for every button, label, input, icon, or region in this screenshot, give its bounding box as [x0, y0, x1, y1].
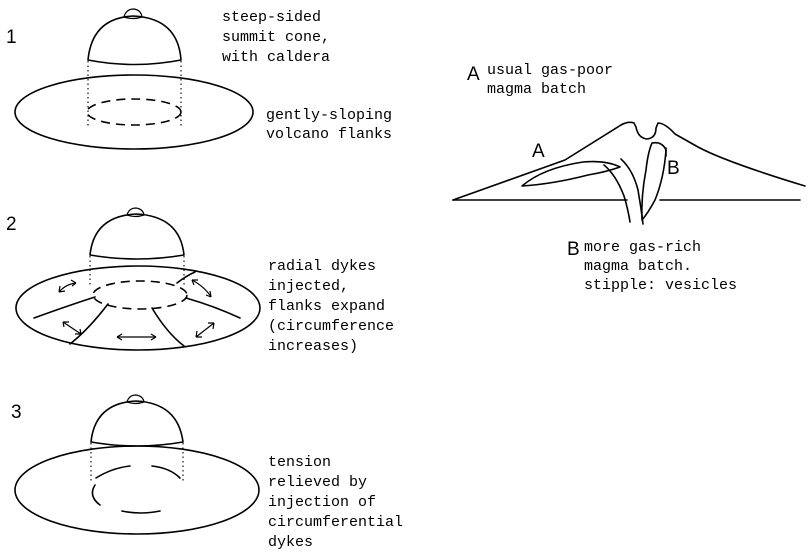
panel-1-cone-base-dashed	[87, 99, 181, 125]
panel-2-label-side: radial dykes injected, flanks expand (ci…	[268, 258, 403, 355]
panel-3-label-side: tension relieved by injection of circumf…	[268, 454, 412, 551]
panel-2-summit-cone	[90, 214, 184, 259]
panel-1-flank-outline	[15, 75, 253, 149]
panel-3-summit-cone	[91, 401, 183, 446]
panel-3-caldera	[127, 395, 144, 404]
panel-1-summit-cone	[88, 16, 181, 65]
panel-3-circumferential-dykes	[92, 466, 180, 513]
panel-2-radial-dykes	[34, 272, 240, 346]
panel-2: 2 radial dyke	[6, 208, 403, 355]
panel-1-label-top: steep-sided summit cone, with caldera	[222, 9, 339, 66]
panel-3: 3 tension relieved by injection of circu…	[11, 395, 412, 551]
magma-batch-b	[642, 143, 666, 220]
panel-3-number: 3	[11, 402, 22, 423]
conduit-left-wall	[604, 165, 630, 222]
volcano-profile	[453, 122, 805, 200]
panel-2-number: 2	[6, 214, 17, 235]
panel-2-caldera	[127, 208, 144, 217]
label-b: B	[667, 158, 680, 179]
label-a: A	[532, 141, 545, 162]
panel-1-label-side: gently-sloping volcano flanks	[266, 107, 401, 143]
panel-2-expansion-arrows	[59, 280, 214, 340]
key-b: B more gas-rich magma batch. stipple: ve…	[567, 238, 737, 294]
panel-1-number: 1	[6, 27, 17, 48]
key-a: A usual gas-poor magma batch	[467, 61, 623, 98]
cross-section: A usual gas-poor magma batch A B B more …	[453, 61, 805, 294]
panel-3-flank-outline	[15, 446, 259, 534]
conduit-right-wall	[621, 159, 643, 224]
panel-1: 1 steep-sided summit cone, with caldera …	[6, 9, 401, 149]
